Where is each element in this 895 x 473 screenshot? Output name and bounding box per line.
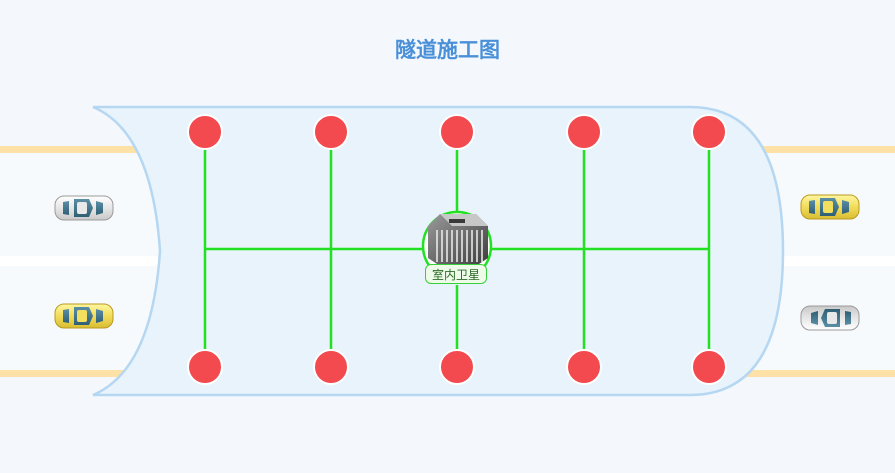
antenna-node-bottom-1 (187, 349, 223, 385)
antenna-node-top-5 (691, 114, 727, 150)
car-left-bottom (54, 303, 114, 329)
car-right-top (800, 194, 860, 220)
car-right-bottom (800, 305, 860, 331)
satellite-label: 室内卫星 (425, 264, 487, 284)
antenna-node-bottom-4 (566, 349, 602, 385)
wiring (203, 132, 711, 367)
indoor-satellite-device-icon (421, 210, 493, 282)
antenna-node-top-3 (439, 114, 475, 150)
antenna-node-top-1 (187, 114, 223, 150)
antenna-node-bottom-3 (439, 349, 475, 385)
car-left-top (54, 195, 114, 221)
antenna-node-bottom-2 (313, 349, 349, 385)
antenna-node-top-4 (566, 114, 602, 150)
antenna-nodes (187, 114, 727, 385)
antenna-node-top-2 (313, 114, 349, 150)
antenna-node-bottom-5 (691, 349, 727, 385)
diagram-title: 隧道施工图 (395, 38, 500, 62)
